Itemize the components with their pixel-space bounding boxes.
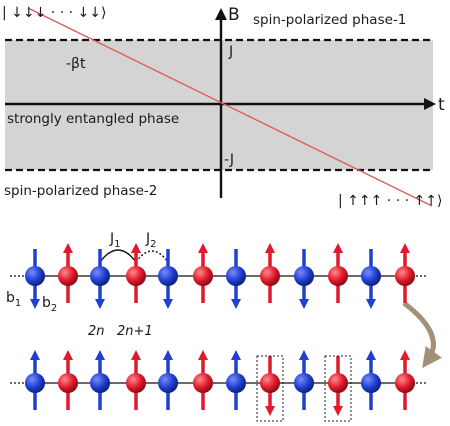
field-axis-label: B [228, 5, 240, 25]
spin-up-arrowhead [30, 350, 40, 360]
highlight-box [324, 355, 352, 422]
bottom-site-7 [226, 350, 246, 410]
spin-up-arrowhead [366, 350, 376, 360]
upper-level-label: J [228, 44, 233, 60]
bottom-site-12 [395, 350, 415, 410]
spin-down-arrowhead [231, 299, 241, 309]
spins-layer [25, 243, 415, 422]
red-site-sphere [193, 373, 213, 393]
spin-up-arrowhead [198, 350, 208, 360]
slope-label: -βt [66, 56, 86, 72]
bottom-site-9 [294, 350, 314, 410]
bottom-site-5 [158, 350, 178, 410]
spin-up-arrowhead [231, 350, 241, 360]
spin-up-arrowhead [163, 350, 173, 360]
site-b2-label: b2 [42, 295, 57, 314]
spin-down-arrowhead [265, 406, 275, 416]
index-2n-label: 2n [88, 324, 105, 339]
bottom-site-11 [361, 350, 381, 410]
spin-up-arrowhead [63, 243, 73, 253]
red-site-sphere [260, 266, 280, 286]
bottom-site-8 [260, 356, 280, 416]
red-site-sphere [395, 266, 415, 286]
bottom-site-1 [25, 350, 45, 410]
entangled-phase-label: strongly entangled phase [7, 111, 179, 127]
coupling-j1-label: J1 [109, 231, 121, 250]
spin-down-arrowhead [299, 299, 309, 309]
bottom-site-6 [193, 350, 213, 410]
phase-diagram: B t spin-polarized phase-1 strongly enta… [2, 5, 445, 209]
blue-site-sphere [90, 266, 110, 286]
blue-site-sphere [361, 373, 381, 393]
top-site-7 [226, 249, 246, 309]
spin-down-arrowhead [333, 406, 343, 416]
spin-up-arrowhead [131, 243, 141, 253]
site-b1-label: b1 [6, 290, 21, 309]
bottom-site-3 [90, 350, 110, 410]
phase-2-label: spin-polarized phase-2 [4, 183, 157, 199]
coupling-j2-label: J2 [145, 231, 157, 250]
top-site-11 [361, 249, 381, 309]
blue-site-sphere [25, 373, 45, 393]
blue-site-sphere [361, 266, 381, 286]
spin-up-arrowhead [299, 350, 309, 360]
bottom-site-10 [328, 356, 348, 416]
top-site-5 [158, 249, 178, 309]
time-axis-label: t [438, 95, 445, 115]
red-site-sphere [126, 266, 146, 286]
blue-site-sphere [226, 266, 246, 286]
spin-up-arrowhead [400, 350, 410, 360]
red-site-sphere [126, 373, 146, 393]
spin-down-arrowhead [163, 299, 173, 309]
spin-up-arrowhead [131, 350, 141, 360]
final-state-label: | ↑↑↑ · · · ↑↑⟩ [338, 193, 442, 209]
field-sweep-line [27, 7, 433, 207]
spin-up-arrowhead [95, 350, 105, 360]
top-site-10 [328, 243, 348, 303]
top-site-1 [25, 249, 45, 309]
top-site-6 [193, 243, 213, 303]
spin-down-arrowhead [30, 299, 40, 309]
coupling-j2-arc [135, 250, 169, 263]
field-axis-arrowhead [215, 8, 227, 20]
lower-level-label: -J [224, 152, 234, 168]
spin-up-arrowhead [333, 243, 343, 253]
spin-up-arrowhead [198, 243, 208, 253]
blue-site-sphere [294, 373, 314, 393]
coupling-j1-arc [99, 249, 137, 263]
spin-down-arrowhead [95, 299, 105, 309]
index-2n1-label: 2n+1 [117, 324, 153, 339]
red-site-sphere [395, 373, 415, 393]
red-site-sphere [58, 266, 78, 286]
blue-site-sphere [294, 266, 314, 286]
red-site-sphere [193, 266, 213, 286]
bottom-site-4 [126, 350, 146, 410]
phase-1-label: spin-polarized phase-1 [253, 12, 406, 28]
initial-state-label: | ↓↓↓ · · · ↓↓⟩ [2, 5, 106, 21]
blue-site-sphere [158, 266, 178, 286]
top-site-2 [58, 243, 78, 303]
red-site-sphere [260, 373, 280, 393]
spin-up-arrowhead [63, 350, 73, 360]
red-site-sphere [58, 373, 78, 393]
bottom-site-2 [58, 350, 78, 410]
blue-site-sphere [226, 373, 246, 393]
top-site-8 [260, 243, 280, 303]
time-axis-arrowhead [424, 98, 436, 110]
red-site-sphere [328, 373, 348, 393]
blue-site-sphere [25, 266, 45, 286]
transition-arrow [402, 301, 442, 369]
highlight-box [256, 355, 284, 422]
blue-site-sphere [158, 373, 178, 393]
top-site-3 [90, 249, 110, 309]
top-site-12 [395, 243, 415, 303]
spin-up-arrowhead [265, 243, 275, 253]
spin-up-arrowhead [400, 243, 410, 253]
blue-site-sphere [90, 373, 110, 393]
top-site-4 [126, 243, 146, 303]
spin-down-arrowhead [366, 299, 376, 309]
red-site-sphere [328, 266, 348, 286]
top-site-9 [294, 249, 314, 309]
